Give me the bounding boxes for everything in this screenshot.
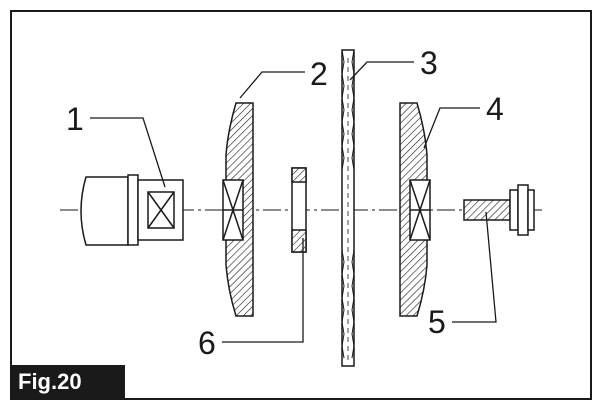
part-4-outer-flange: [399, 102, 431, 317]
part-6-ring: [291, 167, 307, 253]
part-5-bolt: [463, 184, 535, 236]
callout-1: 1: [66, 101, 84, 137]
part-2-inner-flange: [222, 102, 254, 317]
leader-5: [452, 211, 497, 323]
figure-border: [10, 10, 592, 400]
callout-6: 6: [198, 325, 216, 361]
leader-4: [423, 107, 480, 149]
callout-5: 5: [428, 304, 446, 340]
leader-2: [239, 71, 305, 99]
part-1-shaft: [80, 174, 184, 246]
leader-lines: [90, 61, 497, 343]
figure-label: Fig.20: [11, 365, 125, 399]
callout-3: 3: [420, 45, 438, 81]
part-3-disc: [341, 49, 355, 367]
callout-4: 4: [486, 91, 504, 127]
leader-1: [90, 117, 166, 188]
callout-2: 2: [310, 56, 328, 92]
leader-6: [222, 238, 304, 343]
leader-3: [349, 61, 414, 81]
